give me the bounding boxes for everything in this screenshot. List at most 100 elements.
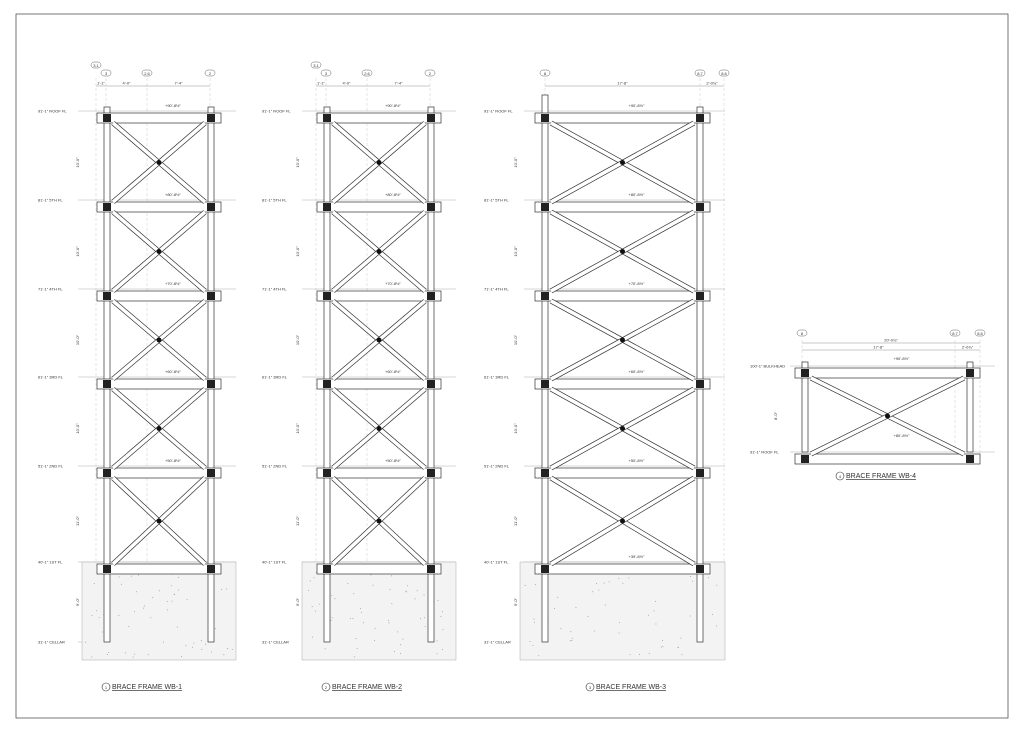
story-height-dim: 11'-0" xyxy=(513,515,518,525)
concrete-hatch xyxy=(525,585,526,586)
detail-title: BRACE FRAME WB-1 xyxy=(112,684,182,691)
connection-plate xyxy=(207,292,215,300)
concrete-hatch xyxy=(193,643,194,644)
elevation-tag: +50'-8½" xyxy=(165,458,181,463)
concrete-hatch xyxy=(163,642,164,643)
column xyxy=(542,95,548,642)
concrete-hatch xyxy=(227,648,228,649)
connection-plate xyxy=(207,114,215,122)
concrete-hatch xyxy=(708,577,709,578)
level-label: 51'-1" 2ND FL xyxy=(262,464,288,469)
story-height-dim: 8'-0" xyxy=(773,411,778,420)
connection-plate xyxy=(966,455,974,463)
concrete-hatch xyxy=(119,577,120,578)
concrete-hatch xyxy=(417,590,418,591)
concrete-hatch xyxy=(529,641,530,642)
elevation-tag: +50'-8½" xyxy=(385,458,401,463)
elevation-tag: +80'-8½" xyxy=(165,192,181,197)
concrete-hatch xyxy=(648,615,649,616)
connection-plate xyxy=(541,203,549,211)
dimension-label: 1'-1" xyxy=(317,81,326,86)
connection-plate xyxy=(323,292,331,300)
concrete-hatch xyxy=(420,618,421,619)
concrete-hatch xyxy=(312,606,313,607)
concrete-hatch xyxy=(681,654,682,655)
concrete-hatch xyxy=(391,575,392,576)
concrete-hatch xyxy=(178,590,179,591)
detail-title: BRACE FRAME WB-4 xyxy=(846,473,916,480)
concrete-hatch xyxy=(680,638,681,639)
elevation-tag: +50'-8½" xyxy=(629,458,645,463)
brace-frame-4: 88.78.620'-0¾"17'-8"2'-0¾"100'-1" BULKHE… xyxy=(750,330,995,480)
concrete-hatch xyxy=(136,591,137,592)
concrete-hatch xyxy=(575,607,576,608)
concrete-hatch xyxy=(128,626,129,627)
concrete-hatch xyxy=(99,617,100,618)
grid-label: 8.6 xyxy=(721,71,727,76)
dimension-label: 17'-8" xyxy=(617,81,628,86)
column xyxy=(428,107,434,642)
level-label: 61'-1" 3RD FL xyxy=(484,375,510,380)
detail-number: 1 xyxy=(105,685,108,690)
concrete-hatch xyxy=(598,590,599,591)
concrete-hatch xyxy=(425,626,426,627)
concrete-hatch xyxy=(174,594,175,595)
concrete-hatch xyxy=(221,589,222,590)
connection-plate xyxy=(207,469,215,477)
level-label: 91'-1" ROOF FL xyxy=(750,450,779,455)
concrete-hatch xyxy=(325,648,326,649)
brace-node xyxy=(620,426,625,431)
concrete-hatch xyxy=(201,640,202,641)
connection-plate xyxy=(207,565,215,573)
concrete-hatch xyxy=(96,610,97,611)
level-label: 91'-1" ROOF FL xyxy=(262,109,291,114)
concrete-hatch xyxy=(678,647,679,648)
concrete-hatch xyxy=(167,609,168,610)
concrete-hatch xyxy=(712,614,713,615)
brace-node xyxy=(157,160,162,165)
concrete-hatch xyxy=(628,577,629,578)
column xyxy=(104,107,110,642)
story-height-dim: 10'-0" xyxy=(75,423,80,434)
brace-node xyxy=(620,519,625,524)
dimension-label: 7'-4" xyxy=(395,81,404,86)
concrete-hatch xyxy=(397,631,398,632)
connection-plate xyxy=(427,203,435,211)
connection-plate xyxy=(801,455,809,463)
level-label: 51'-1" 2ND FL xyxy=(38,464,64,469)
concrete-hatch xyxy=(554,608,555,609)
grid-label: 8.7 xyxy=(697,71,703,76)
concrete-hatch xyxy=(121,584,122,585)
story-height-dim: 10'-0" xyxy=(513,246,518,257)
concrete-hatch xyxy=(649,653,650,654)
story-height-dim: 10'-0" xyxy=(513,157,518,168)
concrete-hatch xyxy=(594,630,595,631)
concrete-hatch xyxy=(534,622,535,623)
concrete-hatch xyxy=(661,647,662,648)
concrete-hatch xyxy=(424,595,425,596)
level-label: 40'-1" 1ST FL xyxy=(38,560,63,565)
level-label: 71'-1" 4TH FL xyxy=(484,287,509,292)
level-label: 91'-1" ROOF FL xyxy=(484,109,513,114)
concrete-hatch xyxy=(107,654,108,655)
connection-plate xyxy=(207,203,215,211)
beam xyxy=(317,202,441,212)
concrete-hatch xyxy=(596,583,597,584)
brace-node xyxy=(157,426,162,431)
connection-plate xyxy=(541,380,549,388)
connection-plate xyxy=(541,565,549,573)
grid-label: 3.1 xyxy=(313,63,319,68)
brace-node xyxy=(377,519,382,524)
concrete-hatch xyxy=(357,648,358,649)
story-height-dim: 9'-0" xyxy=(75,597,80,606)
concrete-hatch xyxy=(167,601,168,602)
elevation-tag: +39'-8½" xyxy=(629,554,645,559)
dimension-label: 4'-0" xyxy=(123,81,132,86)
dimension-label: 2'-0¾" xyxy=(706,81,718,86)
concrete-hatch xyxy=(352,618,353,619)
level-label: 31'-1" CELLAR xyxy=(262,640,289,645)
concrete-hatch xyxy=(440,616,441,617)
story-height-dim: 10'-0" xyxy=(295,334,300,345)
concrete-hatch xyxy=(133,656,134,657)
